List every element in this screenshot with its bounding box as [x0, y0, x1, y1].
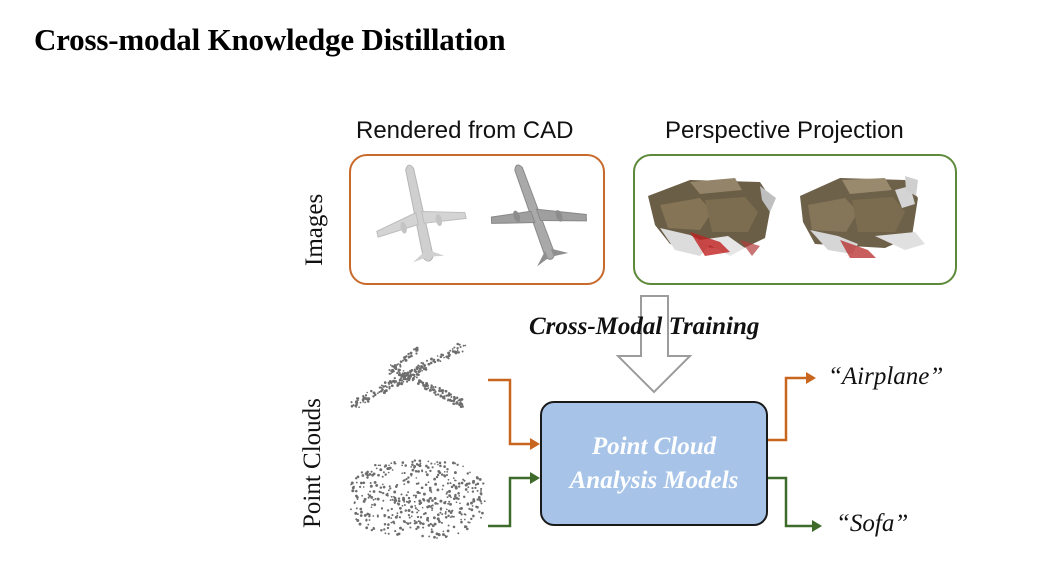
model-label-line-1: Point Cloud: [591, 432, 717, 460]
sofa-input-arrowhead: [530, 472, 540, 484]
point-cloud-analysis-model-box: Point Cloud Analysis Models: [540, 401, 768, 526]
sofa-output-label: “Sofa”: [836, 510, 909, 537]
sofa-output-arrowhead: [812, 520, 822, 532]
airplane-output-arrowhead: [806, 372, 816, 384]
airplane-render-icon-2: [490, 164, 587, 267]
training-arrow-icon: [615, 295, 693, 394]
airplane-input-arrow: [488, 378, 532, 446]
cross-modal-training-label: Cross-Modal Training: [529, 313, 760, 340]
airplane-output-arrow: [766, 376, 806, 442]
model-label-line-2: Analysis Models: [569, 466, 739, 494]
slide-title: Cross-modal Knowledge Distillation: [34, 22, 506, 57]
cad-caption: Rendered from CAD: [356, 117, 574, 144]
airplane-render-icon: [376, 164, 467, 263]
point-cloud-airplane-icon: [350, 342, 467, 409]
airplane-input-arrowhead: [530, 438, 540, 450]
perspective-caption: Perspective Projection: [665, 117, 904, 144]
point-cloud-sofa-icon: [350, 459, 486, 539]
sofa-projection-icon: [648, 178, 776, 256]
airplane-output-label: “Airplane”: [828, 363, 944, 390]
sofa-output-arrow: [766, 476, 812, 528]
sofa-projection-icon-2: [800, 176, 925, 258]
sofa-input-arrow: [488, 476, 532, 528]
